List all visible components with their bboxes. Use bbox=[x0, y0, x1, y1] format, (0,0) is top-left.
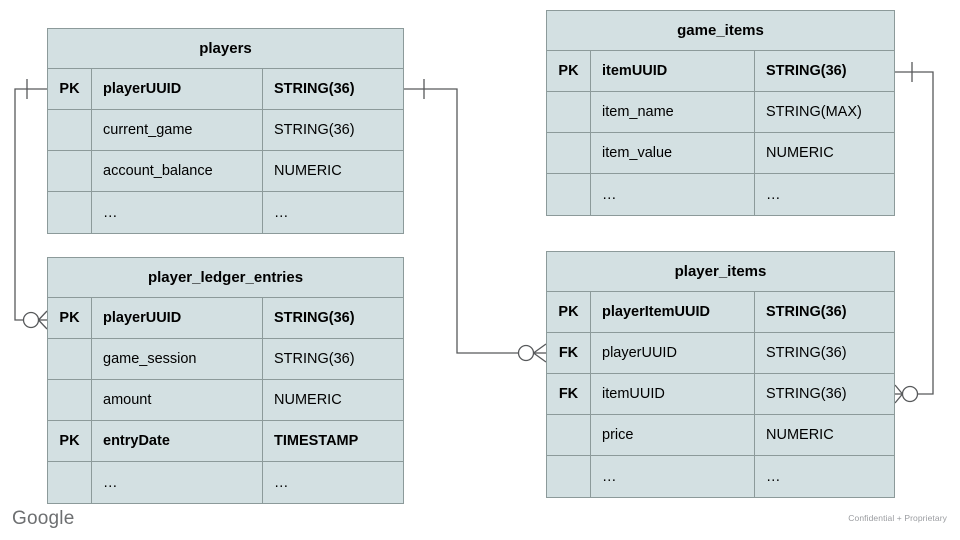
relationship-players-to-player-items bbox=[404, 79, 547, 363]
table-row[interactable]: PK playerUUID STRING(36) bbox=[48, 69, 403, 110]
column-type: STRING(36) bbox=[766, 386, 847, 402]
entity-player-items[interactable]: player_items PK playerItemUUID STRING(36… bbox=[546, 251, 895, 498]
entity-game-items[interactable]: game_items PK itemUUID STRING(36) item_n… bbox=[546, 10, 895, 216]
column-type: … bbox=[766, 186, 781, 203]
zero-circle-ledger bbox=[22, 311, 40, 329]
column-name: item_name bbox=[591, 92, 755, 132]
column-name: … bbox=[591, 174, 755, 215]
entity-player-ledger-entries[interactable]: player_ledger_entries PK playerUUID STRI… bbox=[47, 257, 404, 504]
column-type: STRING(36) bbox=[274, 351, 355, 367]
column-key: PK bbox=[547, 292, 591, 332]
table-row[interactable]: PK itemUUID STRING(36) bbox=[547, 51, 894, 92]
column-name: current_game bbox=[92, 110, 263, 150]
column-key: FK bbox=[547, 374, 591, 414]
column-key bbox=[48, 462, 92, 503]
table-row[interactable]: … … bbox=[547, 456, 894, 497]
column-key bbox=[48, 339, 92, 379]
column-name: … bbox=[591, 456, 755, 497]
column-name: amount bbox=[92, 380, 263, 420]
column-type: STRING(36) bbox=[274, 310, 355, 326]
column-key bbox=[48, 380, 92, 420]
column-type: NUMERIC bbox=[766, 145, 834, 161]
column-key: PK bbox=[547, 51, 591, 91]
column-type: NUMERIC bbox=[274, 163, 342, 179]
entity-title-player-ledger-entries: player_ledger_entries bbox=[48, 258, 403, 298]
column-key: PK bbox=[48, 298, 92, 338]
column-type: STRING(36) bbox=[766, 345, 847, 361]
table-row[interactable]: FK playerUUID STRING(36) bbox=[547, 333, 894, 374]
column-type: NUMERIC bbox=[766, 427, 834, 443]
column-name: playerItemUUID bbox=[591, 292, 755, 332]
zero-circle-player-items-player bbox=[517, 344, 535, 362]
entity-title-game-items: game_items bbox=[547, 11, 894, 51]
table-row[interactable]: FK itemUUID STRING(36) bbox=[547, 374, 894, 415]
relationship-players-to-ledger bbox=[14, 79, 48, 330]
confidentiality-note: Confidential + Proprietary bbox=[848, 513, 947, 523]
column-type: STRING(36) bbox=[766, 304, 847, 320]
column-name: account_balance bbox=[92, 151, 263, 191]
table-row[interactable]: … … bbox=[48, 462, 403, 503]
column-name: price bbox=[591, 415, 755, 455]
column-name: playerUUID bbox=[92, 298, 263, 338]
entity-title-player-items: player_items bbox=[547, 252, 894, 292]
column-key bbox=[547, 456, 591, 497]
table-row[interactable]: … … bbox=[48, 192, 403, 233]
column-type: … bbox=[766, 468, 781, 485]
zero-circle-player-items-item bbox=[901, 385, 919, 403]
table-row[interactable]: … … bbox=[547, 174, 894, 215]
column-key: FK bbox=[547, 333, 591, 373]
column-type: … bbox=[274, 474, 289, 491]
relationship-game-items-to-player-items bbox=[894, 62, 934, 404]
column-key bbox=[547, 92, 591, 132]
table-row[interactable]: amount NUMERIC bbox=[48, 380, 403, 421]
table-row[interactable]: PK entryDate TIMESTAMP bbox=[48, 421, 403, 462]
column-name: playerUUID bbox=[92, 69, 263, 109]
column-key: PK bbox=[48, 69, 92, 109]
column-name: item_value bbox=[591, 133, 755, 173]
google-logo: Google bbox=[12, 508, 75, 529]
column-type: STRING(MAX) bbox=[766, 104, 862, 120]
column-key bbox=[547, 415, 591, 455]
column-key bbox=[547, 174, 591, 215]
column-type: STRING(36) bbox=[274, 122, 355, 138]
column-type: STRING(36) bbox=[274, 81, 355, 97]
column-key bbox=[48, 110, 92, 150]
table-row[interactable]: game_session STRING(36) bbox=[48, 339, 403, 380]
column-name: … bbox=[92, 192, 263, 233]
table-row[interactable]: item_name STRING(MAX) bbox=[547, 92, 894, 133]
column-name: playerUUID bbox=[591, 333, 755, 373]
table-row[interactable]: PK playerItemUUID STRING(36) bbox=[547, 292, 894, 333]
table-row[interactable]: account_balance NUMERIC bbox=[48, 151, 403, 192]
entity-players[interactable]: players PK playerUUID STRING(36) current… bbox=[47, 28, 404, 234]
entity-title-players: players bbox=[48, 29, 403, 69]
column-key: PK bbox=[48, 421, 92, 461]
column-name: itemUUID bbox=[591, 374, 755, 414]
column-type: STRING(36) bbox=[766, 63, 847, 79]
column-type: … bbox=[274, 204, 289, 221]
column-name: itemUUID bbox=[591, 51, 755, 91]
column-type: TIMESTAMP bbox=[274, 433, 359, 449]
table-row[interactable]: current_game STRING(36) bbox=[48, 110, 403, 151]
column-key bbox=[48, 192, 92, 233]
column-name: game_session bbox=[92, 339, 263, 379]
table-row[interactable]: price NUMERIC bbox=[547, 415, 894, 456]
column-key bbox=[547, 133, 591, 173]
table-row[interactable]: item_value NUMERIC bbox=[547, 133, 894, 174]
column-key bbox=[48, 151, 92, 191]
column-name: … bbox=[92, 462, 263, 503]
column-name: entryDate bbox=[92, 421, 263, 461]
table-row[interactable]: PK playerUUID STRING(36) bbox=[48, 298, 403, 339]
column-type: NUMERIC bbox=[274, 392, 342, 408]
